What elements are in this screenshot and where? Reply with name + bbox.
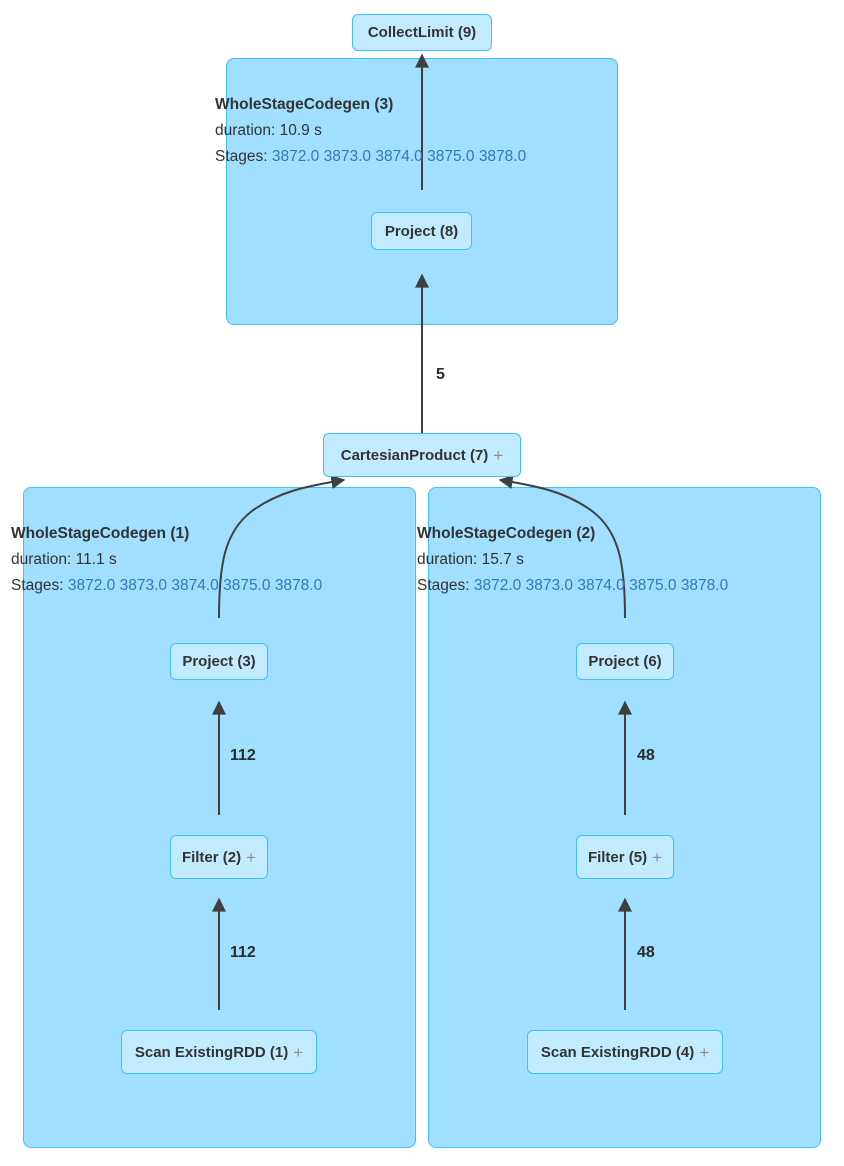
node-label: Filter (5)	[587, 848, 648, 866]
node-label: CollectLimit (9)	[367, 24, 477, 41]
stage-link[interactable]: 3872.0	[67, 577, 116, 594]
edge-rowcount-cartesian-project8: 5	[436, 366, 445, 383]
stage-link[interactable]: 3874.0	[577, 577, 625, 594]
stage-link[interactable]: 3875.0	[427, 148, 475, 165]
cluster-duration: duration: 15.7 s	[417, 551, 524, 568]
cluster-label-wsc3: WholeStageCodegen (3) duration: 10.9 s S…	[215, 92, 526, 170]
stage-link[interactable]: 3872.0	[473, 577, 522, 594]
cluster-duration: duration: 11.1 s	[11, 551, 117, 568]
stage-link[interactable]: 3872.0	[271, 148, 320, 165]
edge-rowcount-filter2-project3: 112	[230, 747, 256, 764]
stage-links: 3872.0 3873.0 3874.0 3875.0 3878.0	[272, 148, 526, 165]
node-project-3: Project (3)	[170, 643, 268, 680]
node-label: Scan ExistingRDD (4)	[540, 1043, 695, 1061]
node-scan-existingrdd-1: Scan ExistingRDD (1) +	[121, 1030, 317, 1074]
node-label: Project (8)	[384, 222, 459, 240]
cluster-label-wsc1: WholeStageCodegen (1) duration: 11.1 s S…	[11, 521, 322, 599]
expand-plus-icon[interactable]: +	[493, 445, 504, 465]
expand-plus-icon[interactable]: +	[699, 1042, 710, 1062]
stage-link[interactable]: 3873.0	[525, 577, 574, 594]
cluster-title: WholeStageCodegen (2)	[417, 525, 596, 542]
edge-rowcount-scan1-filter2: 112	[230, 944, 256, 961]
stage-link[interactable]: 3875.0	[629, 577, 677, 594]
node-project-8: Project (8)	[371, 212, 472, 250]
node-filter-5: Filter (5) +	[576, 835, 674, 879]
cluster-stages: Stages: 3872.0 3873.0 3874.0 3875.0 3878…	[417, 573, 728, 599]
node-label: Project (3)	[182, 653, 256, 670]
stage-links: 3872.0 3873.0 3874.0 3875.0 3878.0	[474, 577, 728, 594]
stage-link[interactable]: 3873.0	[119, 577, 168, 594]
cluster-title: WholeStageCodegen (1)	[11, 525, 190, 542]
node-label: Filter (2)	[181, 848, 242, 866]
node-filter-2: Filter (2) +	[170, 835, 268, 879]
stages-label: Stages:	[11, 577, 64, 594]
stage-links: 3872.0 3873.0 3874.0 3875.0 3878.0	[68, 577, 322, 594]
stage-link[interactable]: 3874.0	[171, 577, 219, 594]
node-collectlimit-9: CollectLimit (9)	[352, 14, 492, 51]
node-project-6: Project (6)	[576, 643, 674, 680]
stage-link[interactable]: 3873.0	[323, 148, 372, 165]
cluster-stages: Stages: 3872.0 3873.0 3874.0 3875.0 3878…	[215, 144, 526, 170]
expand-plus-icon[interactable]: +	[246, 847, 257, 867]
edge-rowcount-scan4-filter5: 48	[637, 944, 655, 961]
stages-label: Stages:	[215, 148, 268, 165]
stage-link[interactable]: 3878.0	[274, 577, 323, 594]
edge-rowcount-filter5-project6: 48	[637, 747, 655, 764]
stage-link[interactable]: 3878.0	[478, 148, 527, 165]
cluster-label-wsc2: WholeStageCodegen (2) duration: 15.7 s S…	[417, 521, 728, 599]
node-cartesianproduct-7: CartesianProduct (7) +	[323, 433, 521, 477]
stage-link[interactable]: 3875.0	[223, 577, 271, 594]
stage-link[interactable]: 3874.0	[375, 148, 423, 165]
node-label: CartesianProduct (7)	[340, 446, 489, 464]
stage-link[interactable]: 3878.0	[680, 577, 729, 594]
stages-label: Stages:	[417, 577, 470, 594]
expand-plus-icon[interactable]: +	[652, 847, 663, 867]
expand-plus-icon[interactable]: +	[293, 1042, 304, 1062]
node-label: Scan ExistingRDD (1)	[134, 1043, 289, 1061]
cluster-stages: Stages: 3872.0 3873.0 3874.0 3875.0 3878…	[11, 573, 322, 599]
node-scan-existingrdd-4: Scan ExistingRDD (4) +	[527, 1030, 723, 1074]
cluster-duration: duration: 10.9 s	[215, 122, 322, 139]
node-label: Project (6)	[588, 653, 662, 670]
cluster-title: WholeStageCodegen (3)	[215, 96, 394, 113]
